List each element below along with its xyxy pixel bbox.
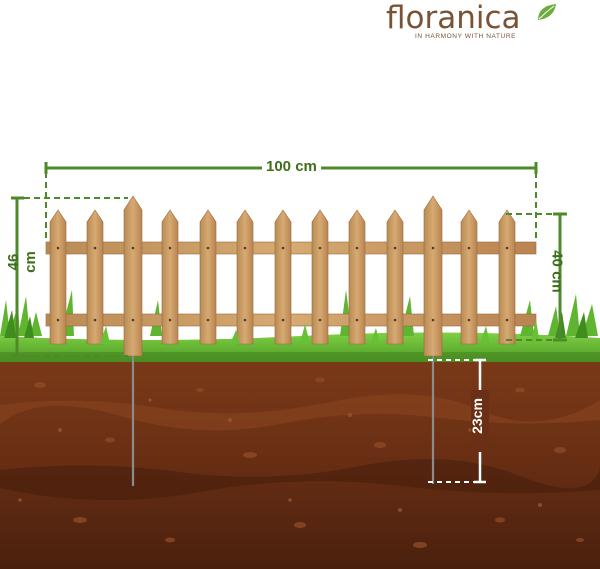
leaf-icon — [538, 4, 556, 20]
total-height-label: 46 cm — [5, 251, 39, 273]
stake-depth-label: 23cm — [469, 398, 485, 434]
depth-label-backdrop — [471, 390, 489, 452]
visible-height-dimension — [506, 212, 567, 342]
total-height-dimension — [11, 196, 128, 358]
width-label: 100 cm — [262, 158, 321, 175]
grass-foreground — [100, 320, 540, 344]
wooden-fence — [45, 195, 537, 357]
brand-logo: floranica IN HARMONY WITH NATURE — [386, 0, 576, 60]
brand-tagline: IN HARMONY WITH NATURE — [415, 33, 517, 40]
metal-stakes — [131, 345, 435, 486]
soil — [0, 358, 600, 569]
brand-name: floranica — [386, 0, 521, 36]
visible-height-label: 40 cm — [548, 250, 566, 293]
